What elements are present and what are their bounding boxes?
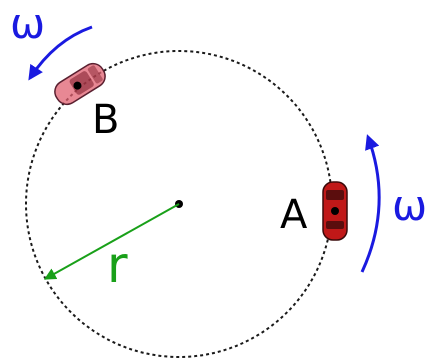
omega-label-right: ω	[392, 181, 427, 230]
car-b-label: B	[92, 97, 119, 143]
omega-label-left: ω	[10, 0, 45, 48]
car-a-label: A	[280, 192, 308, 238]
omega-arrow-left	[28, 25, 93, 81]
radius-label: r	[107, 236, 128, 294]
car-b	[54, 62, 106, 106]
omega-arrow-right	[360, 134, 381, 273]
car-a	[322, 181, 348, 241]
radius-arrow	[43, 203, 180, 280]
